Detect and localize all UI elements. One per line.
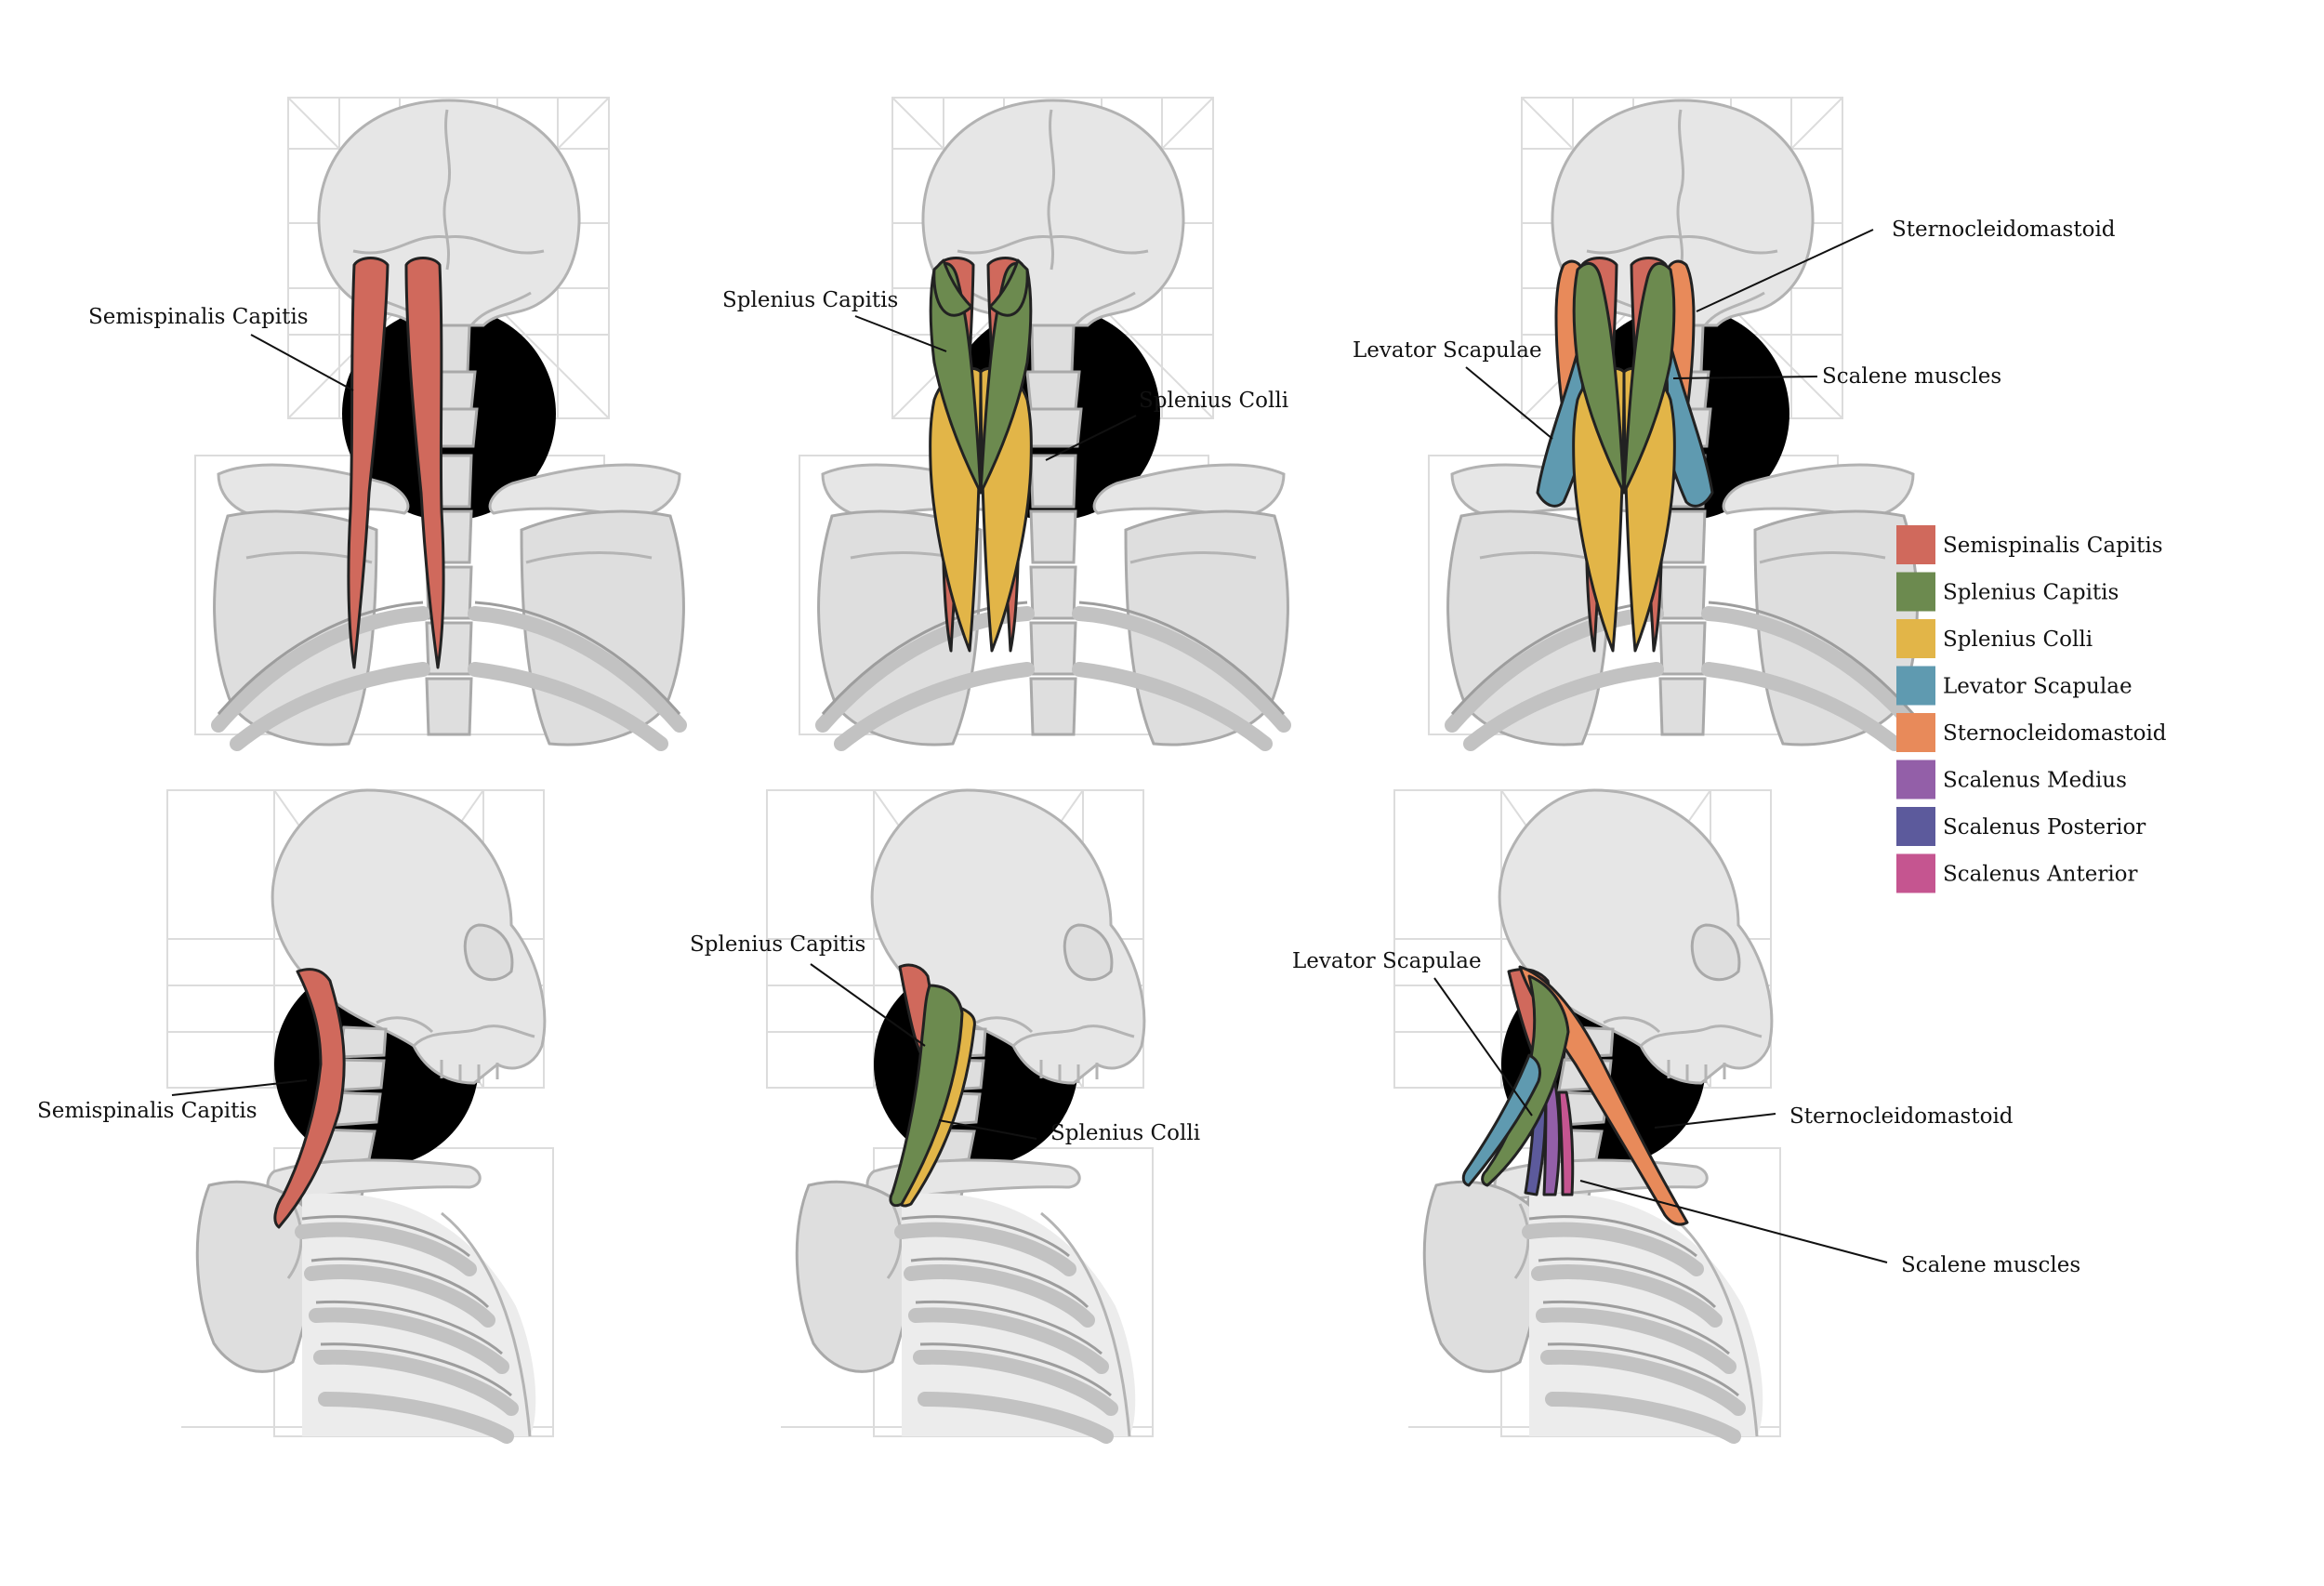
muscle-levator-scapulae-side: [1461, 1053, 1542, 1187]
panel-side-splenius: [767, 790, 1153, 1436]
label-sternocleidomastoid-side: Sternocleidomastoid: [1789, 1104, 2014, 1129]
legend-swatch: [1896, 572, 1935, 612]
label-levator-side: Levator Scapulae: [1292, 949, 1482, 973]
panel-back-deep: [1429, 98, 1917, 745]
label-scalene-side: Scalene muscles: [1901, 1253, 2080, 1277]
panel-side-deep: [1394, 790, 1780, 1436]
legend-swatch: [1896, 853, 1935, 893]
legend-label: Semispinalis Capitis: [1943, 534, 2163, 558]
legend-swatch: [1896, 760, 1935, 800]
legend-label: Scalenus Medius: [1943, 769, 2127, 793]
label-splenius-colli-side: Splenius Colli: [1050, 1121, 1200, 1145]
label-splenius-colli-back: Splenius Colli: [1139, 389, 1288, 413]
leader-splenius-capitis-side: [810, 963, 926, 1047]
muscle-splenius-capitis-side: [1481, 974, 1570, 1187]
leader-scalene-side: [1579, 1180, 1888, 1263]
label-levator-back: Levator Scapulae: [1353, 338, 1542, 363]
legend-swatch: [1896, 525, 1935, 564]
leader-splenius-capitis-back: [854, 315, 947, 352]
muscle-semispinalis-right: [404, 257, 445, 669]
muscle-splenius-capitis-flap-right: [988, 258, 1029, 317]
legend-label: Scalenus Anterior: [1943, 863, 2138, 887]
label-semispinalis-back: Semispinalis Capitis: [88, 305, 309, 329]
label-sternocleidomastoid-back: Sternocleidomastoid: [1892, 218, 2116, 242]
leader-semispinalis-back: [250, 334, 354, 391]
leader-levator-back: [1465, 366, 1553, 440]
muscle-semispinalis-left: [347, 257, 390, 669]
label-splenius-capitis-back: Splenius Capitis: [722, 288, 898, 312]
label-splenius-capitis-side: Splenius Capitis: [690, 932, 865, 957]
leader-semispinalis-side: [171, 1079, 308, 1096]
legend-label: Sternocleidomastoid: [1943, 721, 2167, 746]
legend-swatch: [1896, 713, 1935, 752]
muscle-semispinalis-side: [273, 968, 346, 1229]
legend-swatch: [1896, 666, 1935, 706]
muscle-splenius-capitis-right: [979, 262, 1033, 495]
legend-label: Scalenus Posterior: [1943, 815, 2146, 839]
leader-levator-side: [1433, 977, 1533, 1117]
muscle-splenius-capitis-side: [889, 984, 964, 1208]
panel-back-semispinalis: [195, 98, 683, 745]
label-scalene-back: Scalene muscles: [1822, 364, 2001, 389]
panel-back-splenius: [799, 98, 1287, 745]
muscle-scalenus-anterior-side: [1557, 1090, 1575, 1196]
muscle-splenius-capitis-flap-left: [932, 258, 973, 317]
muscle-splenius-capitis-right: [1622, 262, 1676, 495]
legend-swatch: [1896, 619, 1935, 658]
leader-splenius-colli-side: [938, 1119, 1037, 1140]
legend-swatch: [1896, 807, 1935, 846]
leader-sternocleidomastoid-side: [1654, 1113, 1776, 1129]
panel-side-semispinalis: [167, 790, 553, 1436]
legend-label: Splenius Capitis: [1943, 581, 2119, 605]
legend-label: Splenius Colli: [1943, 628, 2093, 652]
leader-scalene-back: [1672, 376, 1818, 379]
leader-sternocleidomastoid-back: [1696, 229, 1874, 312]
legend-label: Levator Scapulae: [1943, 675, 2133, 699]
label-semispinalis-side: Semispinalis Capitis: [37, 1099, 257, 1123]
leader-splenius-colli-back: [1045, 415, 1137, 461]
